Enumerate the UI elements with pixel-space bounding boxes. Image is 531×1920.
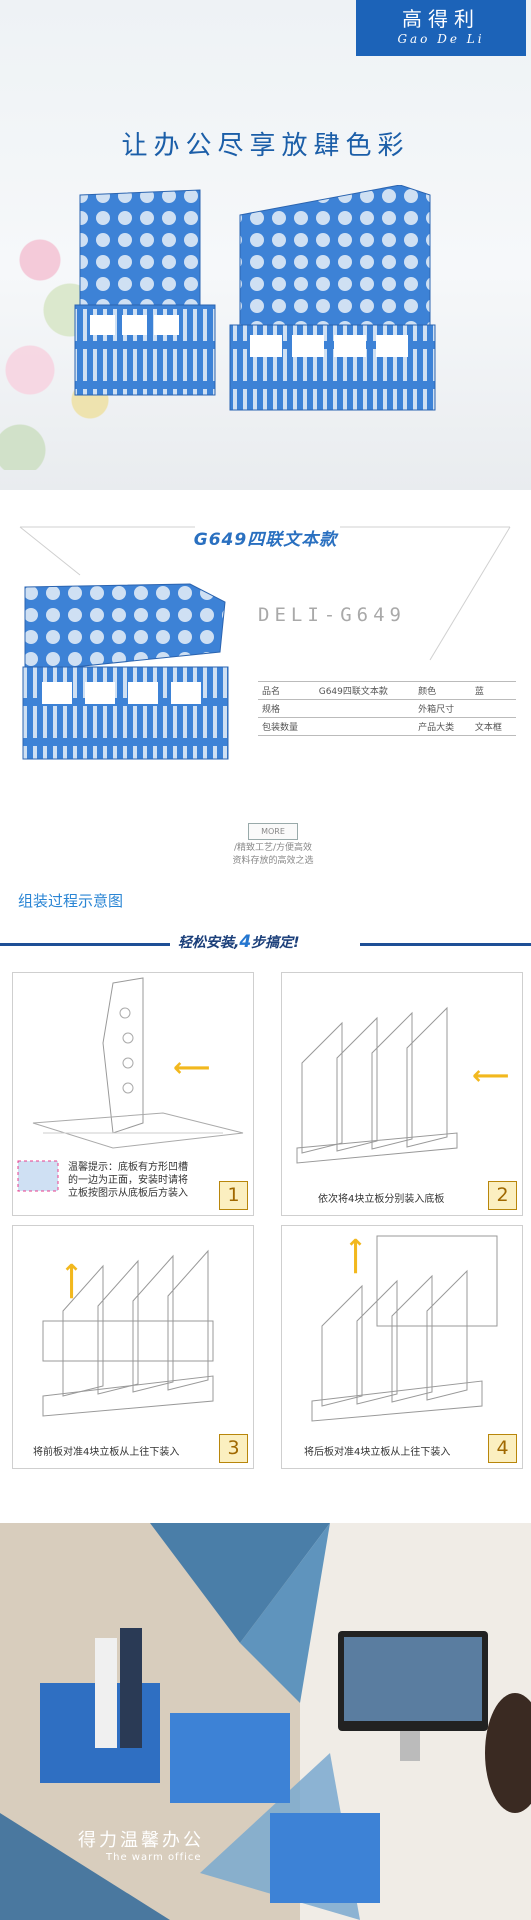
brand-logo: 高得利 Gao De Li <box>356 0 526 56</box>
spec-row: 品名 G649四联文本款 颜色 蓝 <box>258 681 516 700</box>
spec-cell: 颜色 <box>414 681 471 700</box>
brand-name-cn: 高得利 <box>402 7 480 31</box>
step-3-caption: 将前板对准4块立板从上往下装入 <box>33 1447 180 1458</box>
scene-collage <box>0 1523 531 1920</box>
down-arrow-icon: ⟵ <box>340 1237 371 1275</box>
step-1-caption: 温馨提示：底板有方形凹槽 的一边为正面，安装时请将 立板按图示从底板后方装入 <box>68 1161 218 1200</box>
spec-cell: 规格 <box>258 699 315 718</box>
easy-suffix: 步搞定! <box>251 935 300 951</box>
scene-caption-en: The warm office <box>106 1852 202 1863</box>
step-1-number: 1 <box>219 1181 248 1210</box>
scene-caption-cn: 得力温馨办公 <box>78 1830 204 1851</box>
spec-cell: 包装数量 <box>258 717 315 736</box>
tagline-line: /精致工艺/方便高效 <box>233 843 313 853</box>
step-1-illustration <box>17 977 244 1192</box>
spec-cell <box>314 717 415 736</box>
spec-row: 包装数量 产品大类 文本框 <box>258 717 516 736</box>
more-button[interactable]: MORE <box>248 823 298 840</box>
spec-cell <box>314 699 415 718</box>
spec-cell: 外箱尺寸 <box>414 699 471 718</box>
insert-arrow-icon: ⟵ <box>173 1053 211 1083</box>
spec-row: 规格 外箱尺寸 <box>258 699 516 718</box>
product-tagline: /精致工艺/方便高效 资料存放的高效之选 <box>218 842 328 868</box>
file-rack-image <box>74 185 436 411</box>
step-3-illustration <box>42 1249 214 1417</box>
easy-install-banner <box>0 933 531 955</box>
caption-line: 的一边为正面，安装时请将 <box>68 1175 188 1186</box>
step-4-caption: 将后板对准4块立板从上往下装入 <box>304 1447 451 1458</box>
step-4-number: 4 <box>488 1434 517 1463</box>
caption-line: 立板按图示从底板后方装入 <box>68 1188 188 1199</box>
easy-prefix: 轻松安装, <box>178 935 240 951</box>
hero-banner: 高得利 Gao De Li 让办公尽享放肆色彩 <box>0 0 531 490</box>
easy-number: 4 <box>239 932 252 952</box>
brand-name-en: Gao De Li <box>397 32 485 46</box>
hero-title: 让办公尽享放肆色彩 <box>121 131 410 161</box>
decorative-lines <box>19 526 511 661</box>
down-arrow-icon: ⟵ <box>56 1262 87 1300</box>
product-title: G649四联文本款 <box>193 530 338 550</box>
assembly-step-3: ⟵ 将前板对准4块立板从上往下装入 3 <box>12 1225 254 1469</box>
tagline-line: 资料存放的高效之选 <box>232 856 314 866</box>
step-4-illustration <box>311 1235 498 1422</box>
spec-cell: 文本框 <box>470 717 516 736</box>
spec-table: 品名 G649四联文本款 颜色 蓝 规格 外箱尺寸 包装数量 产品大类 文本框 <box>258 681 516 736</box>
step-3-number: 3 <box>219 1434 248 1463</box>
spec-cell: 蓝 <box>470 681 516 700</box>
office-scene-photo <box>0 1523 531 1920</box>
assembly-step-4: ⟵ 将后板对准4块立板从上往下装入 4 <box>281 1225 523 1469</box>
assembly-step-2: ⟵ 依次将4块立板分别装入底板 2 <box>281 972 523 1216</box>
spec-cell <box>470 699 516 718</box>
insert-arrow-icon: ⟵ <box>472 1061 510 1091</box>
step-2-number: 2 <box>488 1181 517 1210</box>
spec-cell: 品名 <box>258 681 315 700</box>
caption-line: 温馨提示：底板有方形凹槽 <box>68 1162 188 1173</box>
product-image <box>22 583 229 760</box>
step-2-caption: 依次将4块立板分别装入底板 <box>318 1194 445 1205</box>
step-2-illustration <box>296 1006 458 1164</box>
easy-install-text: 轻松安装,4步搞定! <box>178 932 300 952</box>
spec-cell: 产品大类 <box>414 717 471 736</box>
assembly-title: 组装过程示意图 <box>18 892 124 910</box>
model-code: DELI-G649 <box>258 604 406 626</box>
assembly-step-1: ⟵ 温馨提示：底板有方形凹槽 的一边为正面，安装时请将 立板按图示从底板后方装入… <box>12 972 254 1216</box>
spec-cell: G649四联文本款 <box>314 681 415 700</box>
